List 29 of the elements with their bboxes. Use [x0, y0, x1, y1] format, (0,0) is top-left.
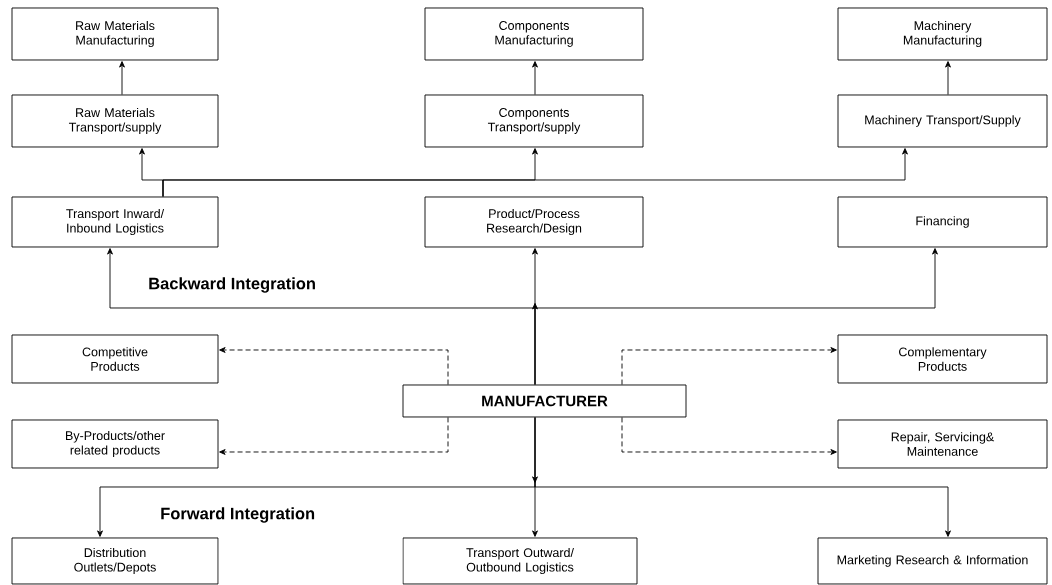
process-box: Transport Outward/ Outbound Logistics [402, 537, 638, 585]
process-box: Raw Materials Transport/supply [11, 94, 219, 148]
process-box: Components Transport/supply [424, 94, 644, 148]
arrow [621, 417, 837, 455]
arrow [945, 61, 951, 95]
process-box: Product/Process Research/Design [424, 196, 644, 248]
section-label: Backward Integration [149, 277, 315, 293]
process-box: By-Products/other related products [11, 419, 219, 469]
arrow [219, 347, 449, 385]
arrow [162, 148, 908, 197]
arrow [532, 61, 538, 95]
section-label: Forward Integration [161, 507, 315, 523]
process-box: Machinery Transport/Supply [837, 94, 1048, 148]
manufacturer-box: MANUFACTURER [402, 384, 687, 418]
process-box: Distribution Outlets/Depots [11, 537, 219, 585]
process-box: Raw Materials Manufacturing [11, 7, 219, 61]
arrow [534, 248, 938, 385]
process-box: Components Manufacturing [424, 7, 644, 61]
process-box: Complementary Products [837, 334, 1048, 384]
arrow [621, 347, 837, 385]
arrow [219, 417, 449, 455]
process-box: Financing [837, 196, 1048, 248]
process-box: Repair, Servicing& Maintenance [837, 419, 1048, 469]
arrow [119, 61, 125, 95]
process-box: Transport Inward/ Inbound Logistics [11, 196, 219, 248]
process-box: Marketing Research & Information [817, 537, 1048, 585]
arrow [534, 417, 951, 537]
process-box: Machinery Manufacturing [837, 7, 1048, 61]
process-box: Competitive Products [11, 334, 219, 384]
